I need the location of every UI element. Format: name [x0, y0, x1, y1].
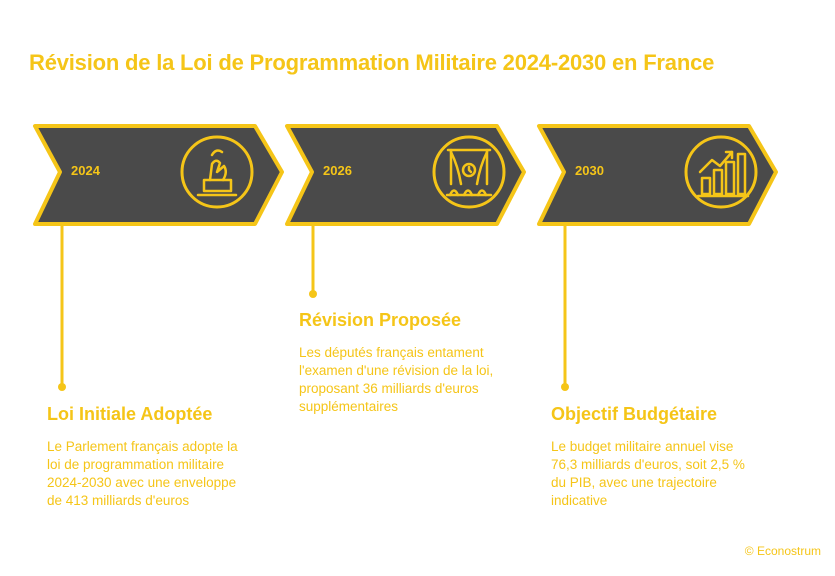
description-line: 76,3 milliards d'euros, soit 2,5 % — [551, 457, 745, 472]
description-line: l'examen d'une révision de la loi, — [299, 363, 494, 378]
milestone-description-2024: Le Parlement français adopte la loi de p… — [47, 438, 277, 510]
description-line: Le Parlement français adopte la — [47, 439, 238, 454]
description-line: 2024-2030 avec une enveloppe — [47, 475, 237, 490]
description-line: proposant 36 milliards d'euros — [299, 381, 479, 396]
milestone-description-2026: Les députés français entament l'examen d… — [299, 344, 529, 416]
copyright-credit: © Econostrum — [744, 544, 821, 558]
description-line: Les députés français entament — [299, 345, 484, 360]
page-title: Révision de la Loi de Programmation Mili… — [29, 50, 715, 75]
parliament-stage-icon — [445, 148, 493, 197]
timeline-arrow-2030 — [537, 124, 778, 391]
milestone-heading-2030: Objectif Budgétaire — [551, 404, 718, 424]
timeline-arrow-2024 — [33, 124, 284, 391]
year-label-2030: 2030 — [575, 163, 604, 178]
description-line: du PIB, avec une trajectoire — [551, 475, 717, 490]
growth-chart-icon — [696, 150, 750, 198]
timeline-arrow-2026 — [285, 124, 526, 298]
description-line: loi de programmation militaire — [47, 457, 225, 472]
description-line: indicative — [551, 493, 608, 508]
milestone-description-2030: Le budget militaire annuel vise 76,3 mil… — [551, 438, 781, 510]
description-line: supplémentaires — [299, 399, 399, 414]
description-line: de 413 milliards d'euros — [47, 493, 190, 508]
year-label-2024: 2024 — [71, 163, 100, 178]
year-label-2026: 2026 — [323, 163, 352, 178]
ballot-box-icon — [196, 149, 238, 197]
milestone-heading-2026: Révision Proposée — [299, 310, 462, 330]
milestone-heading-2024: Loi Initiale Adoptée — [47, 404, 213, 424]
description-line: Le budget militaire annuel vise — [551, 439, 734, 454]
